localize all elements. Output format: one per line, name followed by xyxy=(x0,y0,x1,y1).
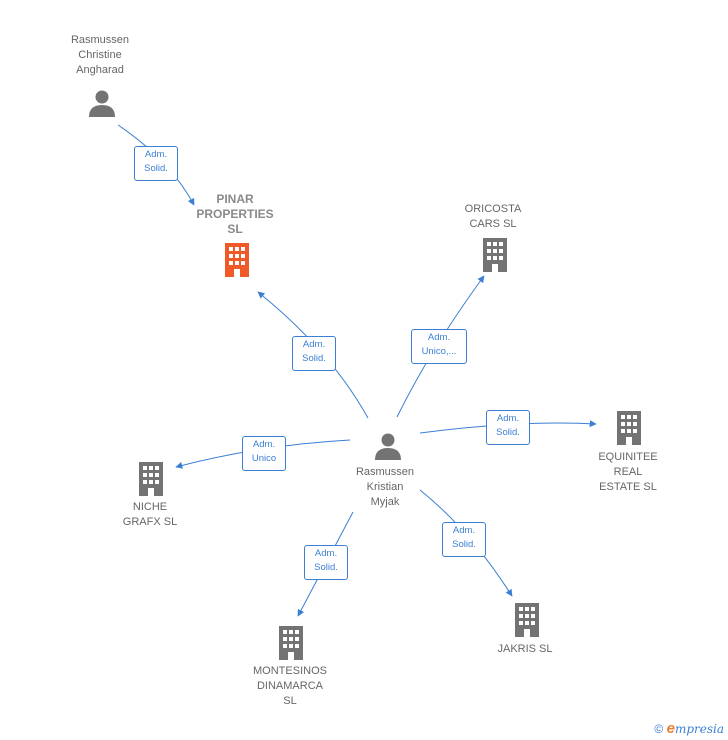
edge-label-e3[interactable]: Adm. Unico,... xyxy=(411,329,467,364)
edge-label-e2[interactable]: Adm. Solid. xyxy=(292,336,336,371)
node-label-montesinos[interactable]: MONTESINOS DINAMARCA SL xyxy=(253,665,327,707)
node-label-oricosta[interactable]: ORICOSTA CARS SL xyxy=(464,203,522,230)
copyright-symbol: © xyxy=(654,722,664,736)
edge-label-e5[interactable]: Adm. Unico xyxy=(242,436,286,471)
person-icon[interactable] xyxy=(87,88,117,118)
edge-label-e4[interactable]: Adm. Solid. xyxy=(486,410,530,445)
building-icon[interactable] xyxy=(136,462,166,496)
footer-brand: © empresia xyxy=(654,720,724,737)
building-icon[interactable] xyxy=(276,626,306,660)
node-label-jakris[interactable]: JAKRIS SL xyxy=(497,643,553,655)
edge-label-e7[interactable]: Adm. Solid. xyxy=(442,522,486,557)
brand-name: mpresia xyxy=(674,722,724,736)
node-label-equinitee[interactable]: EQUINITEE REAL ESTATE SL xyxy=(598,451,658,493)
node-label-rasmussen-kristian[interactable]: Rasmussen Kristian Myjak xyxy=(355,466,415,508)
person-icon[interactable] xyxy=(373,431,403,461)
building-icon[interactable] xyxy=(512,603,542,637)
building-icon[interactable] xyxy=(480,238,510,272)
building-icon[interactable] xyxy=(614,411,644,445)
node-label-rasmussen-christine[interactable]: Rasmussen Christine Angharad xyxy=(70,34,130,76)
edge-label-e6[interactable]: Adm. Solid. xyxy=(304,545,348,580)
edge-label-e1[interactable]: Adm. Solid. xyxy=(134,146,178,181)
node-label-pinar[interactable]: PINAR PROPERTIES SL xyxy=(196,192,274,236)
brand-logo-initial: e xyxy=(666,720,675,737)
node-label-niche[interactable]: NICHE GRAFX SL xyxy=(122,501,178,528)
building-icon-highlight[interactable] xyxy=(222,243,252,277)
